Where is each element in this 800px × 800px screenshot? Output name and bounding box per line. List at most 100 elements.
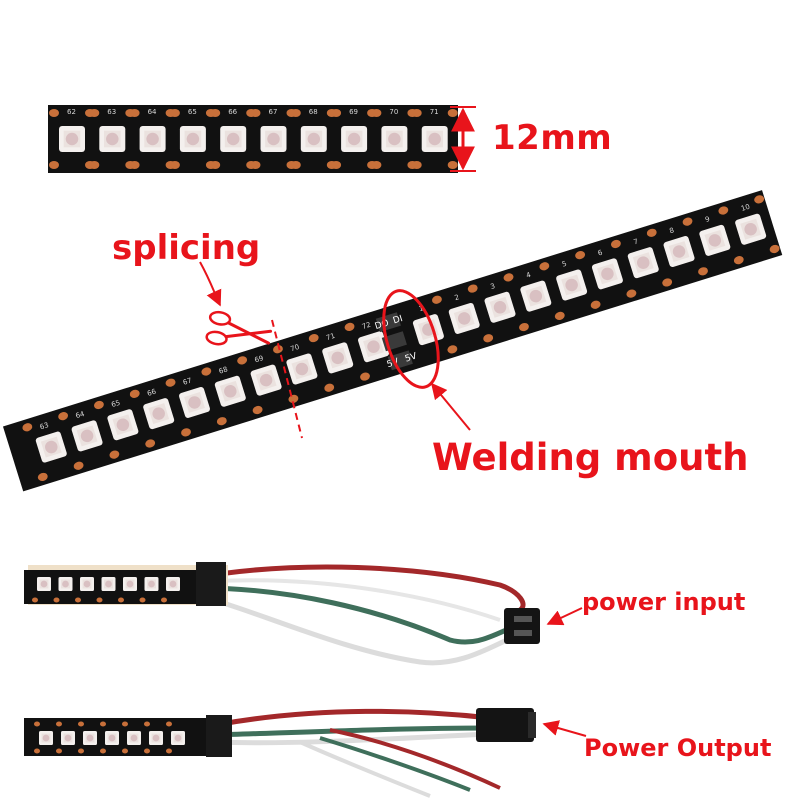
solder-pad (447, 109, 458, 117)
solder-pad (169, 161, 180, 169)
led-number: 4 (525, 271, 532, 280)
wire-white-2 (199, 578, 501, 622)
solder-pad (58, 412, 69, 421)
solder-pad (165, 378, 176, 387)
led-chip (484, 291, 516, 323)
pad-label-di: DI (392, 314, 404, 326)
solder-pad (308, 333, 319, 343)
led-chip (627, 247, 659, 279)
led-chip (250, 364, 282, 396)
led-chip (99, 126, 126, 152)
led-number: 1 (418, 304, 425, 313)
pad-label-5v-right: 5V (404, 351, 419, 364)
led-number: 65 (110, 399, 121, 409)
led-chip (143, 398, 175, 430)
scissors-icon (205, 310, 273, 346)
heatshrink-input (196, 562, 226, 606)
solder-pad (718, 206, 729, 215)
led-chip (61, 731, 75, 745)
led-number: 9 (704, 215, 711, 224)
led-chip (448, 302, 480, 334)
solder-pad (371, 161, 382, 169)
solder-pad (169, 109, 180, 117)
led-chip (39, 731, 53, 745)
solder-pad (75, 597, 81, 603)
led-chip (260, 126, 287, 152)
solder-pad (109, 450, 120, 459)
solder-pad (56, 748, 62, 754)
led-number: 69 (254, 354, 265, 364)
solder-pad (89, 109, 100, 117)
power-output-label: Power Output (584, 734, 772, 762)
led-chip (179, 386, 210, 418)
solder-pad (145, 439, 156, 448)
led-chip (520, 280, 552, 312)
led-number: 67 (269, 108, 278, 116)
led-number: 68 (309, 108, 318, 116)
led-chip (37, 577, 51, 591)
solder-pad (754, 195, 765, 204)
solder-pad (626, 289, 637, 298)
led-chip (83, 731, 97, 745)
solder-pad (100, 748, 106, 754)
power-input-label: power input (582, 588, 746, 616)
led-number: 63 (107, 108, 116, 116)
solder-pad (590, 300, 601, 309)
solder-pad (483, 334, 494, 343)
led-chip (71, 420, 103, 452)
led-chip (139, 126, 166, 152)
led-chip (123, 577, 137, 591)
splicing-label: splicing (112, 228, 261, 268)
led-chip (127, 731, 141, 745)
solder-pad (575, 251, 586, 260)
led-number: 72 (361, 321, 372, 331)
solder-pad (166, 748, 172, 754)
led-chip (381, 126, 408, 152)
heatshrink-output (206, 715, 232, 757)
led-chip (300, 126, 327, 152)
connector-input-pin (514, 616, 532, 622)
led-number: 10 (740, 203, 751, 213)
solder-pad (34, 721, 40, 727)
solder-pad (53, 597, 60, 603)
led-number: 64 (75, 410, 86, 420)
solder-pad (49, 161, 59, 169)
led-chip (220, 126, 247, 152)
wire-red (199, 564, 526, 613)
wire-green (214, 725, 491, 738)
solder-pad (161, 597, 167, 603)
welding-arrow (430, 382, 471, 431)
solder-pad (49, 109, 59, 117)
solder-pad (216, 417, 227, 426)
solder-pad (22, 423, 33, 432)
solder-pad (201, 367, 212, 376)
solder-pad (519, 322, 529, 332)
cut-line (271, 319, 303, 439)
led-number: 3 (489, 282, 496, 291)
led-chip (80, 577, 94, 591)
solder-pad (344, 322, 355, 332)
wire-red (214, 708, 491, 728)
led-chip (699, 224, 731, 256)
led-number: 67 (182, 376, 193, 386)
led-number: 63 (39, 421, 50, 431)
solder-pad (467, 284, 478, 293)
solder-pad (554, 311, 565, 321)
width-label: 12mm (492, 118, 613, 158)
solder-pad (144, 748, 150, 754)
led-chip (166, 577, 180, 591)
solder-pad (78, 721, 84, 727)
solder-pad (166, 721, 172, 727)
wire-green (199, 585, 521, 645)
solder-pad (733, 256, 744, 265)
connector-output-face (528, 712, 536, 738)
led-number: 71 (325, 332, 336, 342)
led-chip (35, 431, 67, 463)
solder-pad (118, 597, 124, 603)
solder-pad (122, 721, 128, 727)
solder-pad (32, 597, 38, 603)
led-chip (591, 258, 623, 290)
solder-pad (539, 262, 550, 271)
led-number: 70 (389, 108, 398, 116)
